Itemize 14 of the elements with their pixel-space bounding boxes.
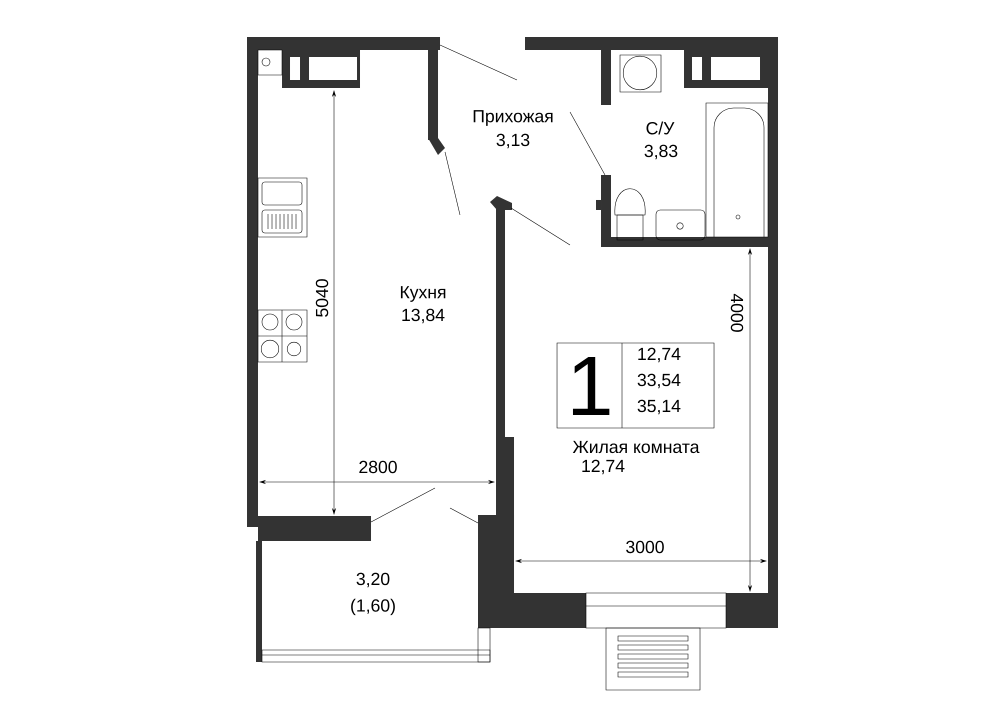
dimension-label: 3000 xyxy=(626,540,664,554)
area-label: 12,74 xyxy=(582,460,624,474)
area-label: 3,20 xyxy=(356,572,390,588)
dimension-label: 5040 xyxy=(316,279,328,317)
dimension-label: 4000 xyxy=(730,294,744,332)
dimension-label: 2800 xyxy=(359,460,397,474)
apartment-info-box: 1 12,74 33,54 35,14 xyxy=(556,342,714,428)
room-name: Кухня xyxy=(400,286,446,302)
area-label: (1,60) xyxy=(351,598,395,616)
room-name: Прихожая xyxy=(474,110,552,126)
area-label: 13,84 xyxy=(402,308,444,324)
room-name: С/У xyxy=(646,122,674,134)
area-label: 3,83 xyxy=(644,144,678,160)
area-label: 3,13 xyxy=(496,134,530,148)
